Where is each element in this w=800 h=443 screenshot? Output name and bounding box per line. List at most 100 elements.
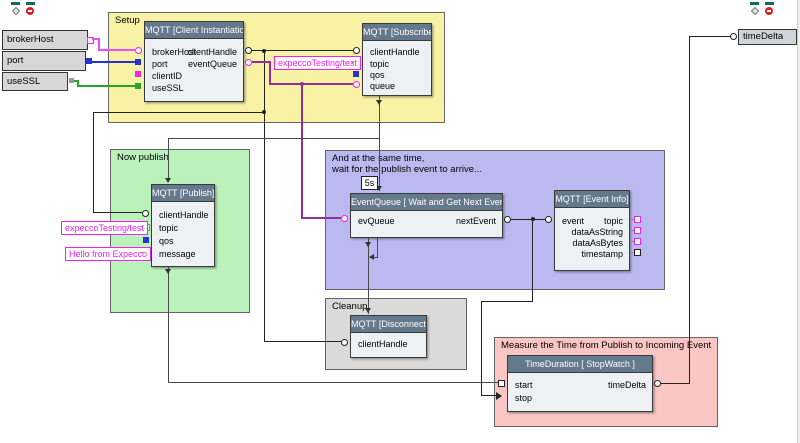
pin-timedelta-out[interactable]	[654, 380, 661, 387]
pin-label-message: message	[159, 249, 196, 259]
region-measure-label: Measure the Time from Publish to Incomin…	[501, 340, 712, 351]
wire-timedelta	[689, 37, 690, 384]
pin-label-event: event	[562, 216, 585, 226]
env-input-usessl[interactable]: useSSL	[2, 72, 68, 91]
pin-stop-in[interactable]	[496, 392, 502, 400]
wire-control	[379, 96, 380, 139]
timeout-badge[interactable]: 5s	[361, 176, 378, 190]
pin-clientid-in[interactable]	[135, 71, 141, 77]
wire-control	[168, 382, 499, 383]
stub	[141, 252, 143, 253]
block-client-instantiation[interactable]: MQTT [Client Instantiation] brokerHost p…	[144, 21, 244, 102]
value-label-publish-topic[interactable]: expeccoTesting/test	[61, 221, 149, 235]
wire-eventqueue	[301, 84, 303, 218]
grid-marker-icon[interactable]	[11, 2, 23, 16]
pin-label-start: start	[515, 380, 533, 390]
arrow-down	[165, 269, 171, 274]
pin-env-usessl[interactable]	[69, 78, 74, 83]
block-stopwatch[interactable]: TimeDuration [ StopWatch ] start stop ti…	[507, 355, 653, 412]
pin-label-clientid: clientID	[152, 71, 183, 81]
pin-label-timedelta: timeDelta	[607, 380, 646, 390]
icon-bar	[26, 2, 35, 5]
wire-timedelta	[689, 36, 731, 37]
pin-port-in[interactable]	[135, 59, 141, 65]
pin-disconnect-clienthandle[interactable]	[341, 339, 348, 346]
value-label-subscribe-topic[interactable]: expeccoTesting/test	[274, 56, 362, 70]
pin-label-clienthandle: clientHandle	[358, 339, 408, 349]
env-input-port[interactable]: port	[2, 51, 86, 71]
wire-control	[168, 267, 169, 383]
pin-evqueue-in[interactable]	[341, 215, 348, 222]
pin-label-clienthandle: clientHandle	[159, 210, 209, 220]
pin-clienthandle-out[interactable]	[245, 47, 252, 54]
block-disconnect[interactable]: MQTT [Disconnect] clientHandle	[350, 315, 427, 358]
no-entry-dash	[767, 10, 771, 12]
diamond-glyph	[11, 6, 21, 16]
pin-usessl-in[interactable]	[135, 83, 141, 89]
pin-label-topic: topic	[370, 59, 390, 69]
pin-label-brokerhost: brokerHost	[152, 47, 197, 57]
wire-clienthandle	[93, 112, 94, 213]
pin-eventqueue-out[interactable]	[245, 59, 252, 66]
grid-marker-icon[interactable]	[750, 2, 762, 16]
wire-brokerhost	[92, 38, 100, 40]
pin-label-topic: topic	[603, 216, 623, 226]
pin-subscribe-queue[interactable]	[353, 81, 360, 88]
block-client-instantiation-title: MQTT [Client Instantiation]	[145, 22, 243, 39]
block-subscribe[interactable]: MQTT [Subscribe] clientHandle topic qos …	[362, 23, 432, 96]
wire-clienthandle	[93, 212, 142, 213]
pin-env-brokerhost[interactable]	[87, 37, 94, 44]
pin-dataasbytes-out[interactable]	[634, 238, 641, 245]
pin-subscribe-clienthandle[interactable]	[353, 47, 360, 54]
pin-label-dataasstring: dataAsString	[571, 227, 623, 237]
wire-nextevent	[481, 301, 533, 302]
pin-brokerhost-in[interactable]	[135, 47, 142, 54]
pin-event-in[interactable]	[545, 216, 552, 223]
no-entry-icon[interactable]	[765, 2, 777, 15]
pin-label-evqueue: evQueue	[358, 216, 395, 226]
pin-topic-out[interactable]	[634, 216, 641, 223]
block-publish[interactable]: MQTT [Publish] clientHandle topic qos me…	[151, 184, 215, 267]
value-label-publish-message[interactable]: Hello from Expecco	[65, 247, 152, 261]
pin-env-port[interactable]	[86, 58, 92, 64]
wire-timedelta	[661, 383, 690, 384]
diamond-glyph	[750, 6, 760, 16]
region-now-publish-label: Now publish	[117, 152, 169, 163]
env-input-brokerhost[interactable]: brokerHost	[2, 30, 88, 50]
wire-clienthandle	[264, 51, 265, 342]
region-wait-label-line2: wait for the publish event to arrive...	[332, 164, 482, 175]
pin-label-qos: qos	[159, 236, 174, 246]
wire-nextevent	[481, 395, 497, 396]
wire-eventqueue	[269, 61, 271, 84]
no-entry-dash	[28, 10, 32, 12]
arrow-down	[365, 308, 371, 313]
wire-usessl	[77, 85, 135, 87]
wire-eventqueue	[269, 83, 353, 85]
icon-bar	[11, 2, 20, 5]
stub	[631, 241, 634, 242]
pin-publish-clienthandle[interactable]	[142, 210, 149, 217]
pin-subscribe-qos[interactable]	[353, 71, 359, 77]
wire-junction	[531, 217, 535, 221]
pin-label-qos: qos	[370, 70, 385, 80]
pin-env-timedelta[interactable]	[730, 33, 737, 40]
pin-timestamp-out[interactable]	[634, 249, 641, 256]
pin-start-in[interactable]	[498, 380, 505, 387]
no-entry-icon[interactable]	[26, 2, 38, 15]
wire-control-loop	[377, 238, 378, 258]
pin-dataasstring-out[interactable]	[634, 227, 641, 234]
pin-nextevent-out[interactable]	[504, 216, 511, 223]
pin-label-topic: topic	[159, 223, 179, 233]
env-output-timedelta[interactable]: timeDelta	[738, 29, 797, 45]
wire-usessl	[77, 80, 79, 87]
wire-clienthandle	[264, 341, 341, 342]
pin-label-clienthandle: clientHandle	[187, 47, 237, 57]
pin-publish-qos[interactable]	[143, 237, 149, 243]
pin-label-usessl: useSSL	[152, 83, 184, 93]
wire-control	[379, 138, 380, 191]
block-event-info[interactable]: MQTT [Event Info] event topic dataAsStri…	[554, 190, 630, 271]
block-eventqueue-wait[interactable]: EventQueue [ Wait and Get Next Event ] e…	[350, 193, 503, 238]
arrow-down	[376, 100, 382, 105]
pin-label-stop: stop	[515, 393, 533, 403]
